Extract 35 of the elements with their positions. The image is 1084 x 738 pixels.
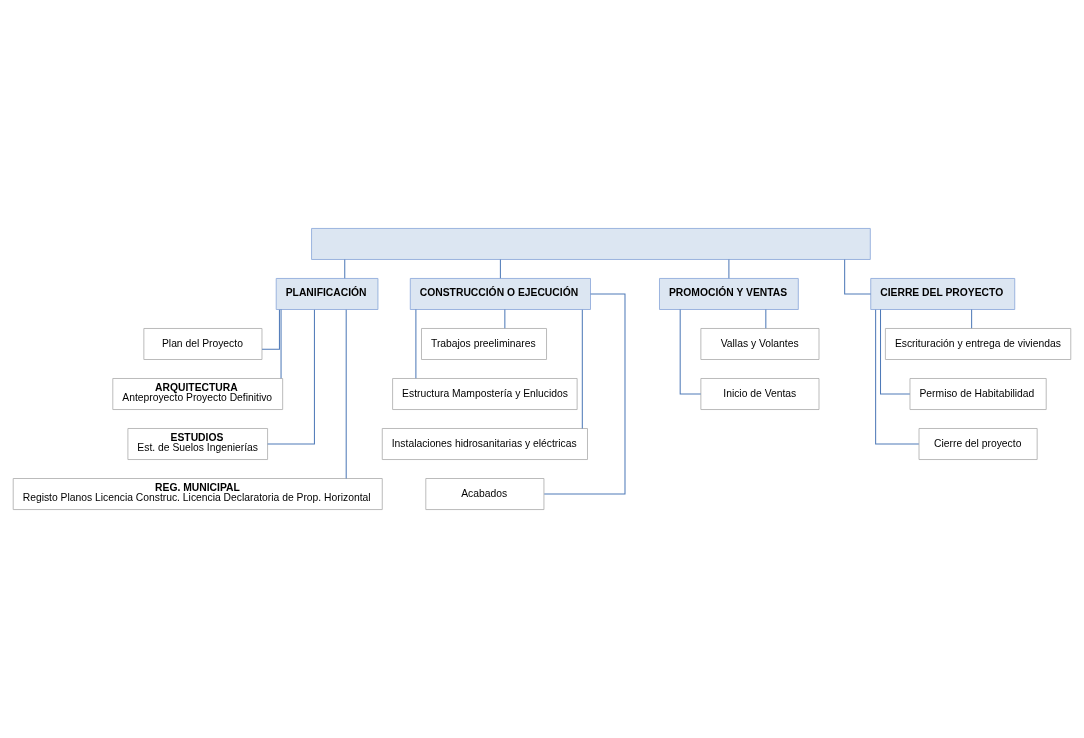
connector	[728, 259, 730, 279]
node-box: REG. MUNICIPAL Registo Planos Licencia Construc. Licencia Declaratoria de Prop. Horizontal	[12, 478, 383, 510]
connector	[543, 293, 626, 495]
connector	[875, 309, 920, 445]
node-box: Vallas y Volantes	[700, 328, 820, 360]
connector	[581, 309, 583, 429]
node-box	[311, 228, 871, 260]
node-box: CIERRE DEL PROYECTO	[870, 278, 1016, 310]
connector	[679, 309, 702, 395]
connector	[499, 259, 501, 279]
node-box: Acabados	[425, 478, 545, 510]
connector	[880, 309, 911, 395]
node-box: Cierre del proyecto	[918, 428, 1038, 460]
connector	[267, 309, 315, 445]
connector	[971, 309, 973, 329]
node-box: Escrituración y entrega de viviendas	[884, 328, 1072, 360]
node-box: ESTUDIOS Est. de Suelos Ingenierías	[127, 428, 268, 460]
node-box: Inicio de Ventas	[700, 378, 820, 410]
connector	[261, 309, 280, 350]
connector	[765, 309, 767, 329]
connector	[344, 259, 346, 279]
node-box: CONSTRUCCIÓN O EJECUCIÓN	[409, 278, 591, 310]
node-box: Plan del Proyecto	[143, 328, 263, 360]
node-box: PROMOCIÓN Y VENTAS	[659, 278, 799, 310]
node-box: Permiso de Habitabilidad	[909, 378, 1047, 410]
node-box: ARQUITECTURA Anteproyecto Proyecto Definitivo	[112, 378, 284, 410]
connector	[504, 309, 506, 329]
connector	[345, 309, 347, 479]
node-box: Instalaciones hidrosanitarias y eléctricas	[381, 428, 588, 460]
node-box: Trabajos preeliminares	[421, 328, 547, 360]
connector	[415, 309, 417, 379]
node-box: Estructura Mampostería y Enlucidos	[392, 378, 578, 410]
node-box: PLANIFICACIÓN	[275, 278, 379, 310]
connector	[280, 309, 282, 379]
connector	[844, 259, 872, 295]
